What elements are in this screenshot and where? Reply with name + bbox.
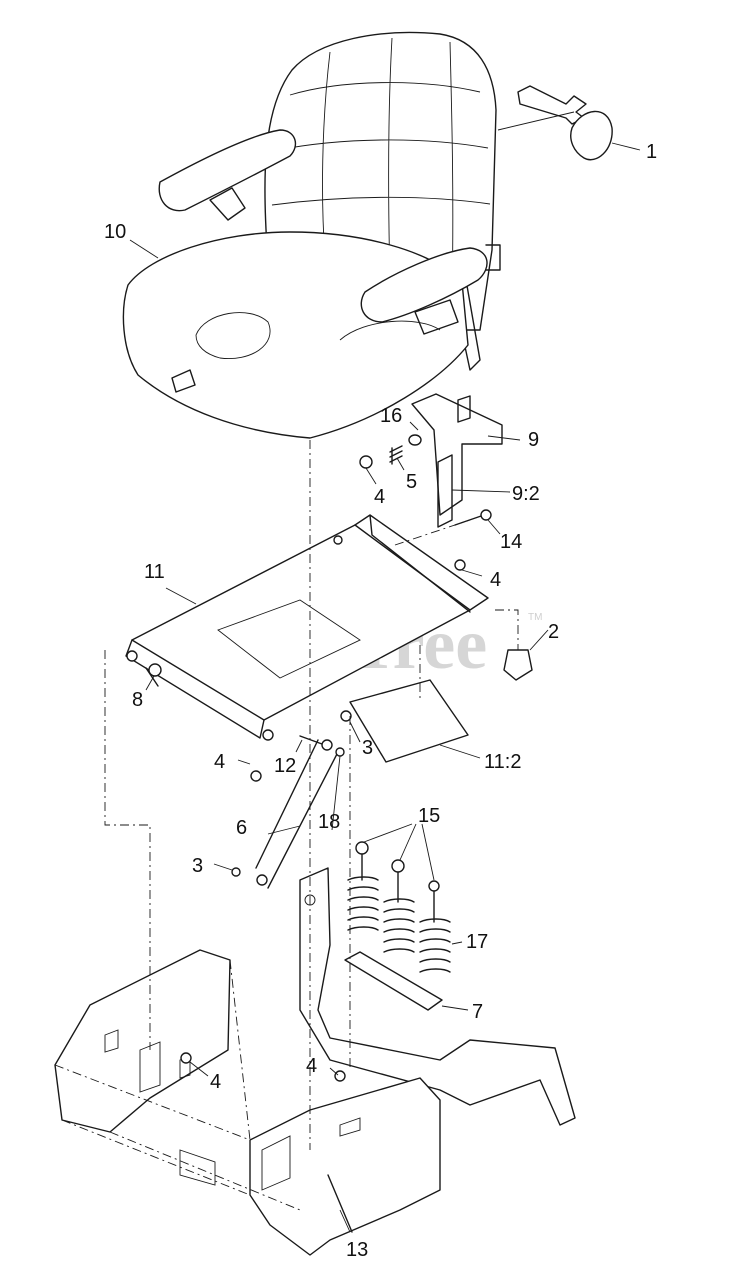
callout-4-frame: 4 [210,1071,221,1093]
part-7-mount-plate [299,867,576,1126]
leader-lines [129,142,641,1233]
callout-4-lower: 4 [306,1055,317,1077]
bolt-15-left-head [355,841,369,855]
seat-pan-stud [333,535,343,545]
decal-leader-line [497,111,575,131]
seat-left-armrest-hinge [209,187,246,221]
seat-pan-side-rail [354,514,489,613]
callout-15: 15 [418,805,440,827]
bracket-tab [457,395,471,423]
bolt-15-right-head [428,880,440,892]
seat-backrest-quilting [271,37,491,301]
callout-11-2: 11:2 [484,751,521,773]
bushing-18 [335,747,345,757]
seat-right-armrest-hinge [414,299,459,335]
bolt-14-head [480,509,492,521]
callout-2: 2 [548,621,559,643]
assembly-guide-lines [104,440,519,1150]
rod-top-eye [321,739,333,751]
nut-4-rod [250,770,262,782]
callout-16: 16 [380,405,402,427]
frame-right-side [249,1077,441,1256]
seat-pan-front-lip [125,639,265,739]
callout-6: 6 [236,817,247,839]
callout-4-upper: 4 [374,486,385,508]
seat-right-armrest [360,247,488,323]
seat-left-armrest [158,129,297,212]
callout-9-2: 9:2 [512,483,540,505]
nut-4-frame [180,1052,192,1064]
part-6-link-rod [231,710,352,889]
callout-7: 7 [472,1001,483,1023]
mount-bracket [299,867,576,1126]
part-11-seat-pan [125,514,489,741]
frame-left-side [54,949,231,1133]
spring-5 [389,445,403,465]
callout-9: 9 [528,429,539,451]
decal-disc [570,110,613,161]
frame-hidden-edges [54,959,301,1211]
callout-3-upper: 3 [362,737,373,759]
callout-13: 13 [346,1239,368,1261]
decal-key-shape [517,85,587,125]
part-17-springs [347,841,451,973]
washer-16 [408,434,422,446]
nut-3-lower [231,867,241,877]
seat-cushion-cutout [195,312,441,360]
spring-right [419,918,451,973]
callout-11: 11 [144,561,165,583]
seat-pan-cutout [217,599,361,679]
callout-14: 14 [500,531,522,553]
callout-3-lower: 3 [192,855,203,877]
rod-main [255,739,339,889]
part-11-2-decal [349,679,469,763]
nut-3-upper [340,710,352,722]
bolt-8-shaft [145,667,159,687]
part-8-bolt [145,663,162,687]
bolt-15-middle-head [391,859,405,873]
bracket-switch [437,454,453,528]
callout-1: 1 [646,141,657,163]
rod-bottom-eye [256,874,268,886]
seat-adjuster-handle [171,369,196,393]
bolts-15 [361,847,435,923]
spring-left [347,876,379,931]
watermark-trademark: TM [528,612,542,623]
callout-4-rod: 4 [214,751,225,773]
spring-middle [383,898,415,953]
nut-4-lower [334,1070,346,1082]
plate-strip [344,951,443,1011]
frame-right-details [179,1117,361,1191]
callout-8: 8 [132,689,143,711]
callout-12: 12 [274,755,296,777]
seat-assembly [122,31,501,439]
part-9-bracket [411,393,503,528]
nut-4-pan [454,559,466,571]
bolt-8-head [148,663,162,677]
part-2-bumper [503,649,533,681]
callout-10: 10 [104,221,126,243]
nut-4-upper [359,455,373,469]
callout-labels: 1 10 9 16 5 9:2 4 14 4 11 2 8 3 4 12 11:… [104,141,657,1261]
hardware-14-4 [454,509,492,571]
seat-pan-hinge-right [262,729,274,741]
bolt-12 [299,735,323,745]
bolt-13 [327,1174,353,1233]
callout-18: 18 [318,811,340,833]
callout-17: 17 [466,931,488,953]
callout-4-pan: 4 [490,569,501,591]
frame [54,949,441,1256]
hardware-16-5-4 [359,434,422,469]
bracket-plate [411,393,503,516]
part-1-decal [497,85,613,161]
callout-5: 5 [406,471,417,493]
seat-pan-hinge-left [126,650,138,662]
